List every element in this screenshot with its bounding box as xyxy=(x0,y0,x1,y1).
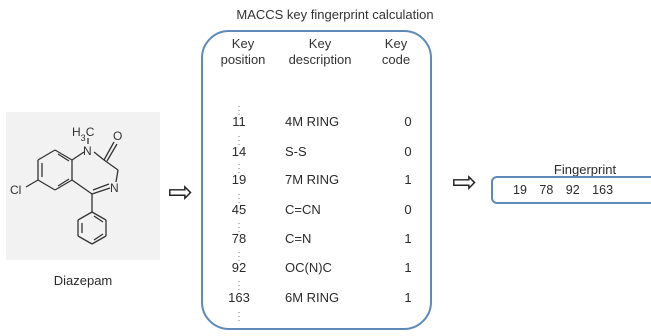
chlorine-label: Cl xyxy=(10,183,21,197)
row-description: OC(N)C xyxy=(285,260,332,275)
row-code: 0 xyxy=(404,114,412,129)
fingerprint-value: 163 xyxy=(592,183,614,197)
row-position: 11 xyxy=(232,114,246,129)
row-description: C=N xyxy=(285,231,312,246)
row-position: 163 xyxy=(228,290,250,305)
row-position: 14 xyxy=(231,144,247,159)
row-code: 1 xyxy=(404,172,412,187)
diazepam-structure: H3C N O N Cl xyxy=(10,125,122,245)
row-description: 7M RING xyxy=(285,172,340,187)
row-code: 1 xyxy=(404,290,412,305)
row-position: 19 xyxy=(231,172,247,187)
ellipsis-marker: ··· xyxy=(237,276,241,294)
nitrogen-ring-label: N xyxy=(110,181,119,195)
maccs-table-frame xyxy=(201,30,432,330)
fingerprint-value: 78 xyxy=(539,183,554,197)
ellipsis-marker: ··· xyxy=(237,159,241,177)
row-position: 92 xyxy=(231,260,247,275)
fingerprint-box: 19 78 92 163 xyxy=(491,176,651,204)
oxygen-label: O xyxy=(113,129,122,143)
fingerprint-title: Fingerprint xyxy=(553,162,617,177)
row-description: 6M RING xyxy=(285,290,340,305)
arrow-right-icon: ⇨ xyxy=(168,176,194,209)
row-position: 78 xyxy=(231,231,247,246)
diagram-title: MACCS key fingerprint calculation xyxy=(236,7,434,22)
row-code: 0 xyxy=(404,144,412,159)
molecule-panel: H3C N O N Cl xyxy=(6,112,160,260)
nitrogen-top-label: N xyxy=(83,144,92,158)
row-code: 1 xyxy=(404,260,412,275)
row-position: 45 xyxy=(231,202,247,217)
ellipsis-marker: ··· xyxy=(237,189,241,207)
ellipsis-marker: ··· xyxy=(237,247,241,265)
row-code: 1 xyxy=(404,231,412,246)
fingerprint-value: 19 xyxy=(513,183,527,197)
ellipsis-marker: ··· xyxy=(237,218,241,236)
arrow-right-icon: ⇨ xyxy=(452,166,478,199)
methyl-label: H3C xyxy=(72,125,95,143)
ellipsis-marker: ··· xyxy=(237,307,241,325)
row-code: 0 xyxy=(404,202,412,217)
row-description: C=CN xyxy=(285,202,321,217)
ellipsis-marker: ··· xyxy=(237,101,241,119)
fingerprint-value: 92 xyxy=(565,183,580,197)
ellipsis-marker: ··· xyxy=(237,131,241,149)
molecule-name: Diazepam xyxy=(53,273,113,288)
row-description: S-S xyxy=(285,144,307,159)
row-description: 4M RING xyxy=(285,114,340,129)
